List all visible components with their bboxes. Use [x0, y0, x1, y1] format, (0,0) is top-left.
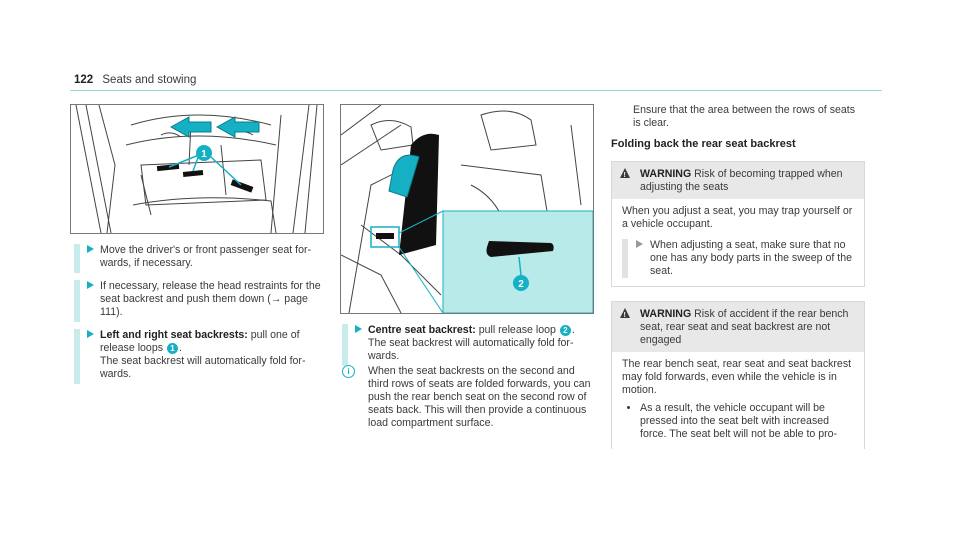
info-icon: i — [342, 365, 355, 378]
step-arrow-icon — [355, 325, 362, 333]
warning-box-accident: WARNING Risk of accident if the rear ben… — [611, 301, 865, 449]
page-number: 122 — [74, 74, 94, 86]
page-header: 122 Seats and stowing — [74, 74, 196, 86]
warning-box-trapped: WARNING Risk of becoming trapped when ad… — [611, 161, 865, 287]
section-heading: Folding back the rear seat backrest — [611, 138, 796, 150]
illustration-centre-release-loop: 2 — [340, 104, 594, 314]
callout-1-icon — [196, 145, 212, 161]
step-arrow-icon — [87, 245, 94, 253]
step-move-seat: Move the driver's or front passenger sea… — [74, 244, 326, 273]
step-arrow-icon — [636, 240, 643, 248]
section-title: Seats and stowing — [102, 74, 197, 86]
illustration-seat-release-loops: 1 — [70, 104, 324, 234]
callout-badge: 1 — [166, 343, 178, 354]
callout-2-icon — [513, 275, 529, 291]
callout-badge: 2 — [559, 325, 571, 336]
step-centre-backrest: Centre seat backrest: pull release loop … — [342, 324, 594, 366]
warning-triangle-icon — [620, 308, 630, 322]
right-column: Ensure that the area between the rows of… — [611, 104, 865, 463]
svg-text:1: 1 — [201, 149, 207, 160]
continuation-text: Ensure that the area between the rows of… — [633, 104, 856, 129]
list-item: As a result, the vehicle occupant will b… — [640, 402, 856, 441]
step-release-head-restraints: If necessary, release the head restraint… — [74, 280, 326, 322]
step-left-right-backrests: Left and right seat backrests: pull one … — [74, 329, 326, 384]
warning-triangle-icon — [620, 168, 630, 182]
step-arrow-icon — [87, 330, 94, 338]
left-steps: Move the driver's or front passenger sea… — [74, 244, 326, 391]
header-rule — [70, 90, 882, 91]
svg-text:2: 2 — [518, 279, 524, 290]
info-note: i When the seat backrests on the second … — [342, 365, 594, 430]
step-arrow-icon — [87, 281, 94, 289]
middle-steps: Centre seat backrest: pull release loop … — [342, 324, 594, 430]
